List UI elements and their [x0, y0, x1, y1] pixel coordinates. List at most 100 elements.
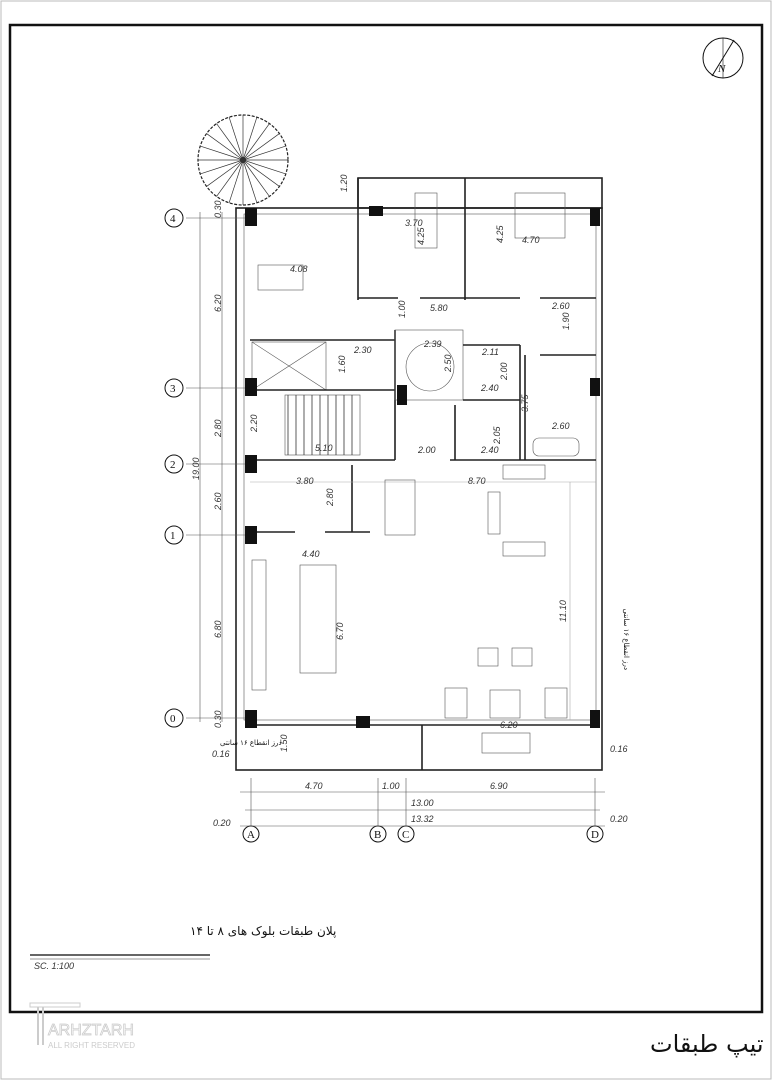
- grid-label-3: 3: [170, 383, 176, 395]
- building-walls: [235, 177, 603, 771]
- joint-note-right: درز انقطاع ۱۶ سانتی: [622, 609, 630, 670]
- armchair: [444, 687, 468, 719]
- svg-text:13.00: 13.00: [411, 798, 434, 808]
- svg-text:19.00: 19.00: [191, 457, 201, 480]
- stair-tread: [228, 159, 244, 203]
- room-dimension: 11.10: [558, 600, 568, 622]
- north-label: N: [717, 63, 726, 75]
- room-dimension: 4.08: [290, 264, 308, 274]
- svg-text:0.20: 0.20: [610, 814, 628, 824]
- room-dimension: 2.39: [423, 339, 442, 349]
- svg-text:0.30: 0.30: [213, 710, 223, 728]
- room-dimension: 8.70: [468, 476, 486, 486]
- svg-text:2.80: 2.80: [213, 419, 223, 438]
- room-dimension: 4.25: [416, 226, 426, 245]
- stair-tread: [242, 123, 270, 161]
- grid-label-4: 4: [170, 213, 176, 225]
- room-dimension: 4.25: [495, 224, 505, 243]
- sheet-title: پلان تیپ طبقات: [650, 1030, 772, 1058]
- furniture: [251, 192, 580, 754]
- bed: [257, 264, 304, 291]
- room-dimension: 1.00: [397, 300, 407, 318]
- bottom-dimensions: 4.70 1.00 6.90 13.00 13.32 0.20 0.20 0.1…: [212, 609, 630, 828]
- room-dimension: 2.00: [417, 445, 436, 455]
- room-dimension: 2.60: [551, 421, 570, 431]
- room-dimension: 6.20: [500, 720, 518, 730]
- scale-label: SC. 1:100: [34, 961, 74, 971]
- svg-text:ALL RIGHT RESERVED: ALL RIGHT RESERVED: [48, 1041, 135, 1050]
- structural-columns: [245, 206, 600, 728]
- room-dimension: 2.40: [480, 445, 499, 455]
- dining-table: [384, 479, 416, 536]
- room-dimension: 2.20: [249, 414, 259, 433]
- room-dimension: 4.70: [522, 235, 540, 245]
- armchair: [477, 647, 499, 667]
- left-dimensions: 0.30 6.20 2.80 2.60 6.80 0.30 19.00: [191, 200, 223, 728]
- north-arrow-icon: N: [702, 37, 744, 79]
- armchair: [544, 687, 568, 719]
- sofa: [502, 541, 546, 557]
- stair-tread: [242, 159, 286, 175]
- room-dimension: 3.70: [405, 218, 423, 228]
- sofa: [502, 464, 546, 480]
- grid-axes: 4 3 2 1 0 A B C D: [164, 208, 604, 843]
- stair-tread: [242, 145, 286, 161]
- room-dimension: 1.60: [337, 355, 347, 373]
- stair-tread: [242, 117, 258, 161]
- armchair: [511, 647, 533, 667]
- room-dimension: 2.30: [353, 345, 372, 355]
- svg-text:2.60: 2.60: [213, 492, 223, 511]
- svg-text:0.16: 0.16: [610, 744, 628, 754]
- svg-text:6.90: 6.90: [490, 781, 508, 791]
- room-dimension: 1.90: [561, 312, 571, 330]
- staircase: [284, 394, 361, 456]
- grid-label-2: 2: [170, 459, 176, 471]
- spiral-stair-icon: [197, 114, 289, 206]
- svg-text:6.20: 6.20: [213, 294, 223, 312]
- room-dimension: 2.60: [551, 301, 570, 311]
- coffee-table: [489, 689, 521, 719]
- company-logo: ARHZTARH ALL RIGHT RESERVED: [29, 1002, 135, 1050]
- room-dimension: 2.50: [443, 354, 453, 373]
- svg-text:6.80: 6.80: [213, 620, 223, 638]
- room-dimension: 1.50: [279, 734, 289, 752]
- room-dimension: 5.80: [430, 303, 448, 313]
- room-dimension: 6.70: [335, 622, 345, 640]
- stair-tread: [206, 133, 244, 161]
- room-dimension: 2.11: [481, 347, 499, 357]
- stair-tread: [242, 159, 258, 203]
- stair-tread: [216, 123, 244, 161]
- plan-subtitle: پلان طبقات بلوک های ۸ تا ۱۴: [190, 924, 336, 939]
- grid-label-d: D: [591, 829, 599, 841]
- joint-note-left: درز انقطاع ۱۶ سانتی: [220, 739, 281, 747]
- bed: [514, 192, 566, 239]
- svg-text:13.32: 13.32: [411, 814, 434, 824]
- room-dimension: 2.40: [480, 383, 499, 393]
- room-dimension: 2.05: [492, 425, 502, 445]
- bathtub: [532, 437, 580, 457]
- room-dimension: 3.80: [296, 476, 314, 486]
- svg-text:1.00: 1.00: [382, 781, 400, 791]
- sofa: [481, 732, 531, 754]
- room-dimension: 2.00: [499, 362, 509, 381]
- room-dimension: 3.75: [520, 393, 530, 412]
- grid-label-1: 1: [170, 530, 176, 542]
- sofa: [487, 491, 501, 535]
- room-dimension: 1.20: [339, 174, 349, 192]
- stair-tread: [216, 159, 244, 197]
- room-dimension: 2.80: [325, 488, 335, 507]
- svg-text:0.20: 0.20: [213, 818, 231, 828]
- grid-label-0: 0: [170, 713, 176, 725]
- stair-tread: [242, 133, 280, 161]
- grid-label-c: C: [402, 829, 409, 841]
- drawing-frame: [8, 23, 764, 1014]
- stair-tread: [242, 159, 280, 187]
- svg-text:0.30: 0.30: [213, 200, 223, 218]
- svg-text:0.16: 0.16: [212, 749, 230, 759]
- stair-tread: [242, 159, 270, 197]
- room-dimension: 4.40: [302, 549, 320, 559]
- stair-tread: [228, 117, 244, 161]
- stair-tread: [200, 145, 244, 161]
